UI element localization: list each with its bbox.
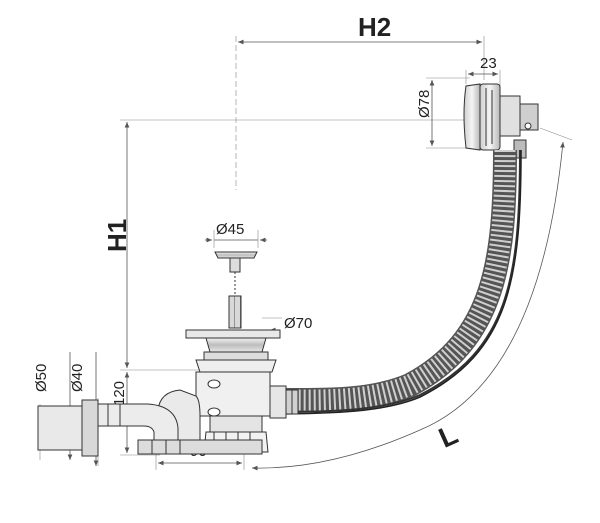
h2-dimension: H2: [235, 12, 485, 190]
length-label: L: [434, 418, 462, 453]
overflow-head: Ø78 23: [416, 55, 539, 159]
outlet-pipe: Ø50 Ø40: [33, 352, 179, 466]
length-dimension: L: [251, 127, 573, 471]
d78-label: Ø78: [416, 90, 433, 118]
h1-label: H1: [102, 219, 132, 252]
d70-label: Ø70: [284, 315, 312, 332]
d50-label: Ø50: [33, 364, 50, 392]
h1-dimension: H1: [102, 119, 470, 371]
plug-assembly: Ø45: [205, 221, 267, 329]
d40-label: Ø40: [69, 364, 86, 392]
drain-body: Ø70: [137, 315, 312, 455]
h2-label: H2: [358, 12, 391, 42]
d45-label: Ø45: [216, 221, 244, 238]
corrugated-hose: [235, 149, 522, 415]
d23-label: 23: [480, 55, 497, 72]
dim-120-label: 120: [111, 381, 128, 406]
